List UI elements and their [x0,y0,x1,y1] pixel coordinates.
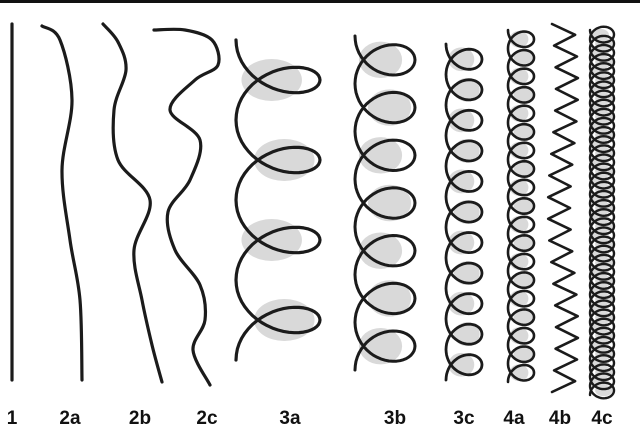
label-type-2c: 2c [196,408,218,429]
curl-loop-fill [513,345,533,363]
label-type-2b: 2b [128,408,152,429]
curl-loop-fill [453,139,480,163]
curl-loop-fill [453,77,480,102]
strand-type-3b [353,34,417,372]
label-type-3c: 3c [453,408,475,429]
curl-loop-fill [513,160,533,178]
curl-loop-fill [358,137,403,174]
curl-loop-fill [254,299,315,341]
strand-type-2a [40,24,84,382]
label-type-4c: 4c [591,408,613,429]
label-type-1: 1 [6,408,18,429]
curl-loop-fill [453,322,480,347]
curl-loop-fill [241,59,302,101]
curl-loop-fill [513,234,533,252]
strand-type-3c [444,42,484,382]
curl-loop-fill [358,41,403,79]
curl-loop-fill [358,232,403,269]
curl-loop-fill [513,86,533,104]
strand-type-2b [101,22,164,384]
curl-loop-fill [241,219,302,261]
curl-loop-fill [367,89,412,126]
strand-type-2c [152,27,221,387]
label-type-4b: 4b [548,408,572,429]
label-type-4a: 4a [503,408,525,429]
curl-loop-fill [513,308,533,326]
strand-type-3a [234,38,322,362]
curl-loop-fill [513,271,533,289]
strand-type-4c [588,25,616,400]
label-type-3a: 3a [279,408,301,429]
label-type-2a: 2a [59,408,81,429]
curl-loop-fill [367,184,412,222]
curl-loop-fill [453,200,480,224]
strand-type-4b [546,22,580,394]
top-border [0,0,640,3]
label-type-3b: 3b [383,408,407,429]
strand-type-4a [506,28,536,384]
curl-loop-fill [358,327,403,365]
curl-loop-fill [513,49,533,67]
curl-loop-fill [513,123,533,141]
curl-loop-fill [453,261,480,285]
curl-loop-fill [254,139,315,181]
curl-loop-fill [513,197,533,215]
curl-loop-fill [367,280,412,317]
